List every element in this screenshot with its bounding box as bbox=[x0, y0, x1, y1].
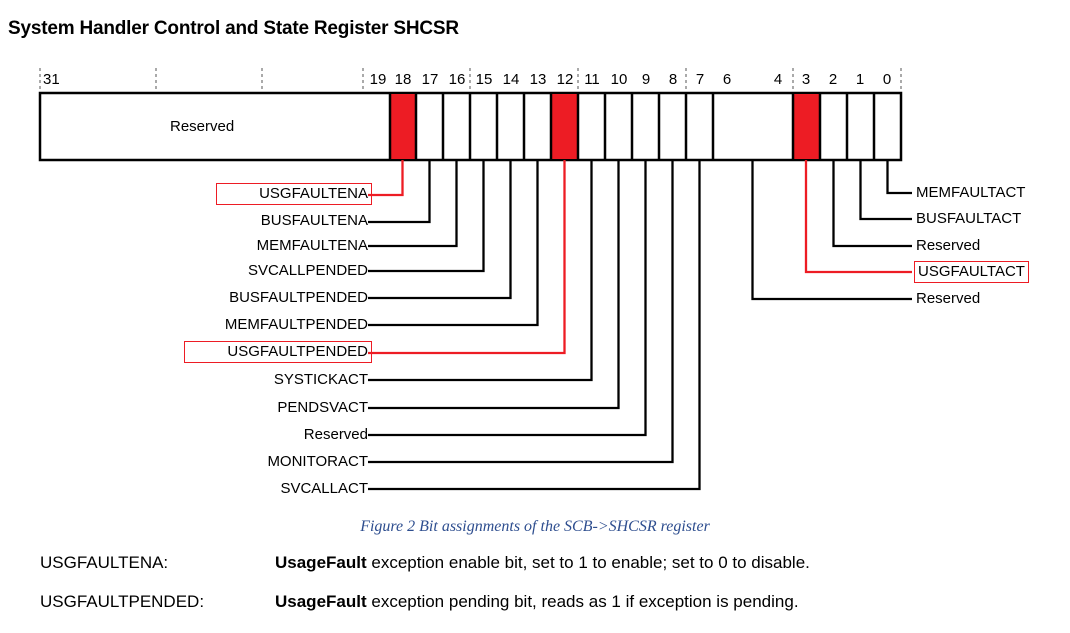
description-text-1: UsageFault exception pending bit, reads … bbox=[275, 592, 799, 612]
register-cell-dividers bbox=[388, 93, 876, 160]
description-rest-1: exception pending bit, reads as 1 if exc… bbox=[366, 592, 799, 611]
figure-caption: Figure 2 Bit assignments of the SCB->SHC… bbox=[360, 518, 710, 535]
label-reserved-bits64: Reserved bbox=[916, 290, 981, 307]
description-bold-1: UsageFault bbox=[275, 592, 367, 611]
leader-line-pendsvact bbox=[368, 160, 620, 410]
description-rest-0: exception enable bit, set to 1 to enable… bbox=[366, 553, 810, 572]
bit-number-3: 3 bbox=[801, 71, 811, 88]
leader-line-busfaultena bbox=[368, 160, 431, 224]
label-busfaultpended: BUSFAULTPENDED bbox=[229, 289, 368, 306]
bit-number-8: 8 bbox=[668, 71, 678, 88]
label-svcallpended: SVCALLPENDED bbox=[247, 262, 368, 279]
description-name-1: USGFAULTPENDED: bbox=[40, 592, 205, 611]
bit-cell-12 bbox=[552, 94, 577, 159]
right-leader-lines bbox=[751, 160, 912, 301]
leader-line-reserved-bit2 bbox=[832, 160, 912, 248]
description-name-0: USGFAULTENA: bbox=[40, 553, 169, 572]
label-busfaultena: BUSFAULTENA bbox=[260, 212, 368, 229]
label-usgfaultena: USGFAULTENA bbox=[216, 183, 372, 205]
right-leader-lines-highlighted bbox=[804, 160, 912, 274]
bit-number-14: 14 bbox=[502, 71, 520, 88]
label-monitoract: MONITORACT bbox=[267, 453, 368, 470]
description-bold-0: UsageFault bbox=[275, 553, 367, 572]
label-usgfaultact: USGFAULTACT bbox=[914, 261, 1029, 283]
bit-number-12: 12 bbox=[556, 71, 574, 88]
leader-line-svcallact bbox=[368, 160, 701, 491]
label-pendsvact: PENDSVACT bbox=[277, 399, 368, 416]
leader-line-usgfaultpended bbox=[368, 160, 566, 355]
leader-line-usgfaultena bbox=[368, 160, 404, 197]
leader-line-memfaultpended bbox=[368, 160, 539, 327]
bit-number-31: 31 bbox=[43, 71, 60, 88]
bit-number-18: 18 bbox=[394, 71, 412, 88]
bit-number-13: 13 bbox=[529, 71, 547, 88]
bit-number-7: 7 bbox=[695, 71, 705, 88]
leader-line-memfaultact bbox=[886, 160, 912, 195]
bit-number-9: 9 bbox=[641, 71, 651, 88]
leader-line-reserved-bits64 bbox=[751, 160, 912, 301]
bit-number-4: 4 bbox=[773, 71, 783, 88]
leader-line-memfaultena bbox=[368, 160, 458, 248]
bit-cell-18 bbox=[390, 94, 415, 159]
left-leader-lines bbox=[368, 160, 701, 491]
bit-number-0: 0 bbox=[882, 71, 892, 88]
bit-number-19: 19 bbox=[369, 71, 387, 88]
label-busfaultact: BUSFAULTACT bbox=[916, 210, 1022, 227]
bit-number-2: 2 bbox=[828, 71, 838, 88]
bit-number-16: 16 bbox=[448, 71, 466, 88]
label-svcallact: SVCALLACT bbox=[280, 480, 368, 497]
label-reserved-bit2: Reserved bbox=[916, 237, 981, 254]
bit-cell-3 bbox=[793, 94, 819, 159]
bit-number-1: 1 bbox=[855, 71, 865, 88]
leader-line-monitoract bbox=[368, 160, 674, 464]
left-leader-lines-highlighted bbox=[368, 160, 566, 355]
leader-line-busfaultact bbox=[859, 160, 912, 221]
label-systickact: SYSTICKACT bbox=[273, 371, 368, 388]
page-title: System Handler Control and State Registe… bbox=[8, 18, 459, 39]
bit-number-17: 17 bbox=[421, 71, 439, 88]
bit-number-15: 15 bbox=[475, 71, 493, 88]
bit-group-ticks bbox=[39, 68, 902, 92]
register-reserved-field-label: Reserved bbox=[170, 118, 235, 135]
label-memfaultact: MEMFAULTACT bbox=[916, 184, 1026, 201]
leader-line-busfaultpended bbox=[368, 160, 512, 300]
label-reserved-bit9: Reserved bbox=[303, 426, 368, 443]
leader-line-usgfaultact bbox=[804, 160, 912, 274]
label-memfaultena: MEMFAULTENA bbox=[256, 237, 368, 254]
bit-number-10: 10 bbox=[610, 71, 628, 88]
label-usgfaultpended: USGFAULTPENDED bbox=[184, 341, 372, 363]
description-text-0: UsageFault exception enable bit, set to … bbox=[275, 553, 810, 573]
label-memfaultpended: MEMFAULTPENDED bbox=[224, 316, 368, 333]
leader-line-svcallpended bbox=[368, 160, 485, 273]
bit-number-11: 11 bbox=[584, 71, 600, 88]
leader-line-reserved-bit9 bbox=[368, 160, 647, 437]
bit-number-6: 6 bbox=[722, 71, 732, 88]
leader-line-systickact bbox=[368, 160, 593, 382]
register-filled-cells bbox=[390, 94, 819, 159]
